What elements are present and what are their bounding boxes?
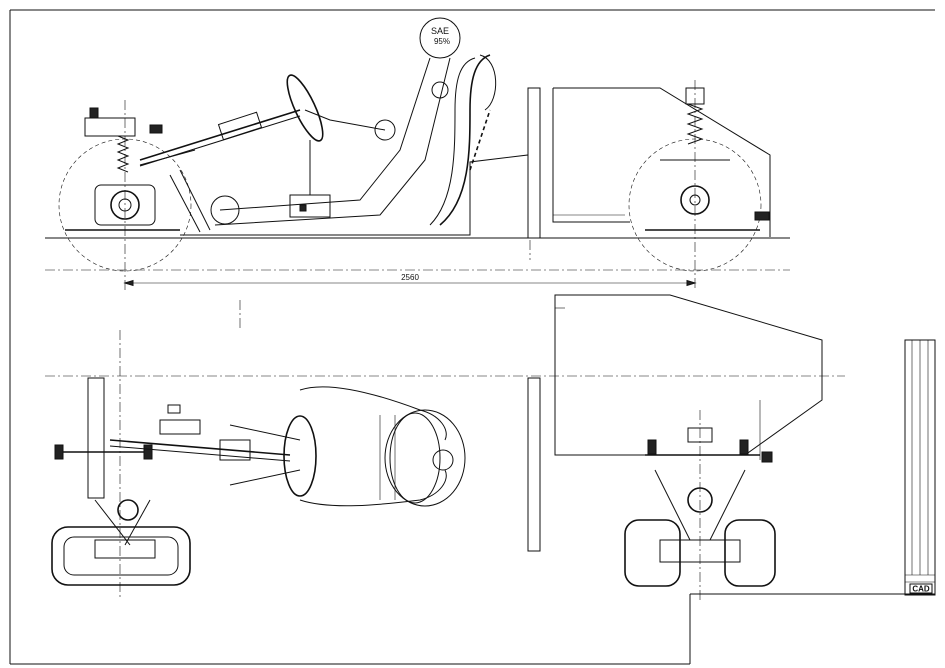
sheet-border [9, 9, 935, 665]
rear-elevation-view [554, 294, 823, 600]
plan-view [51, 330, 466, 600]
rear-bulkhead-side [527, 87, 771, 239]
rear-wheel-left [624, 519, 681, 587]
wheelbase-value: 2560 [401, 273, 419, 282]
steering-wheel-plan [283, 415, 317, 497]
steering-column-plan [109, 419, 291, 462]
title-block: CAD [904, 339, 936, 596]
side-view: SAE 95% [45, 17, 790, 290]
wheelbase-dimension: 2560 [123, 273, 697, 287]
driver-mannequin-plan [229, 386, 466, 507]
mannequin-label-line1: SAE [431, 26, 449, 36]
rear-suspension-elevation [645, 427, 773, 563]
rear-wheel-right [724, 519, 776, 587]
driver-mannequin-side: SAE 95% [169, 17, 461, 233]
chassis-floor-side [180, 154, 529, 236]
front-suspension-side [65, 107, 196, 231]
steering-column-side [139, 74, 324, 167]
rear-suspension-side [645, 87, 770, 231]
front-suspension-plan [54, 444, 156, 559]
front-wheel-plan [51, 526, 191, 586]
plan-rear-divider [527, 377, 541, 552]
logo-text: CAD [912, 585, 930, 594]
pedal-box-side [289, 140, 331, 218]
seat-side [429, 54, 497, 226]
mannequin-label-line2: 95% [434, 37, 450, 46]
